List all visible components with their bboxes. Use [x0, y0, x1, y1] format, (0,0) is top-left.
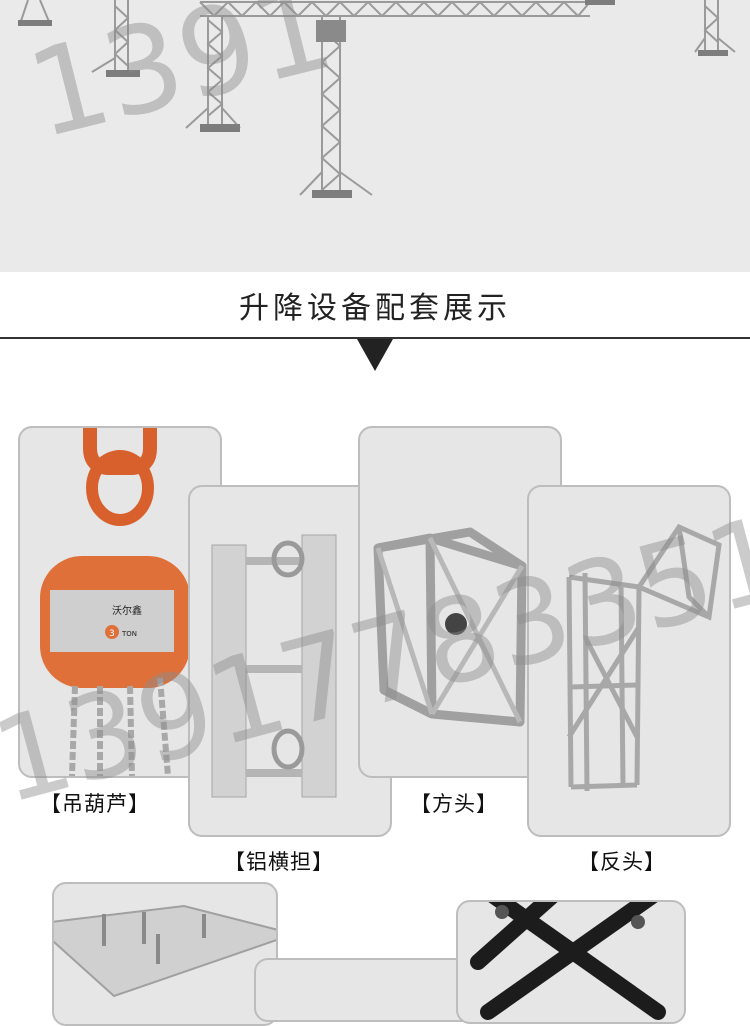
product-card-reverse-head[interactable]	[527, 485, 731, 837]
product-card-steel-base[interactable]	[456, 900, 686, 1024]
down-arrow-icon	[357, 339, 393, 371]
caption-reverse-head: 【反头】	[578, 850, 666, 874]
truss-stage-illustration	[18, 0, 736, 198]
steel-base-illustration	[470, 902, 666, 1020]
product-card-partial[interactable]	[254, 958, 482, 1022]
product-card-base-plate[interactable]	[52, 882, 278, 1026]
square-head-illustration	[373, 527, 527, 727]
title-divider	[0, 337, 750, 339]
hoist-brand-label: 沃尔鑫	[112, 604, 142, 617]
caption-aluminum-crossbar: 【铝横担】	[224, 850, 334, 874]
section-title: 升降设备配套展示	[239, 291, 511, 326]
caption-chain-hoist: 【吊葫芦】	[40, 792, 150, 816]
aluminum-crossbar-illustration	[211, 534, 337, 798]
hero-truss-image: 1391	[0, 0, 750, 272]
reverse-head-illustration	[566, 523, 722, 792]
chain-hoist-illustration: 沃尔鑫 3 TON	[40, 428, 190, 776]
hoist-capacity: 3	[109, 629, 115, 639]
caption-square-head: 【方头】	[410, 792, 498, 816]
base-plate-illustration	[54, 904, 276, 998]
hoist-capacity-unit: TON	[121, 630, 137, 638]
